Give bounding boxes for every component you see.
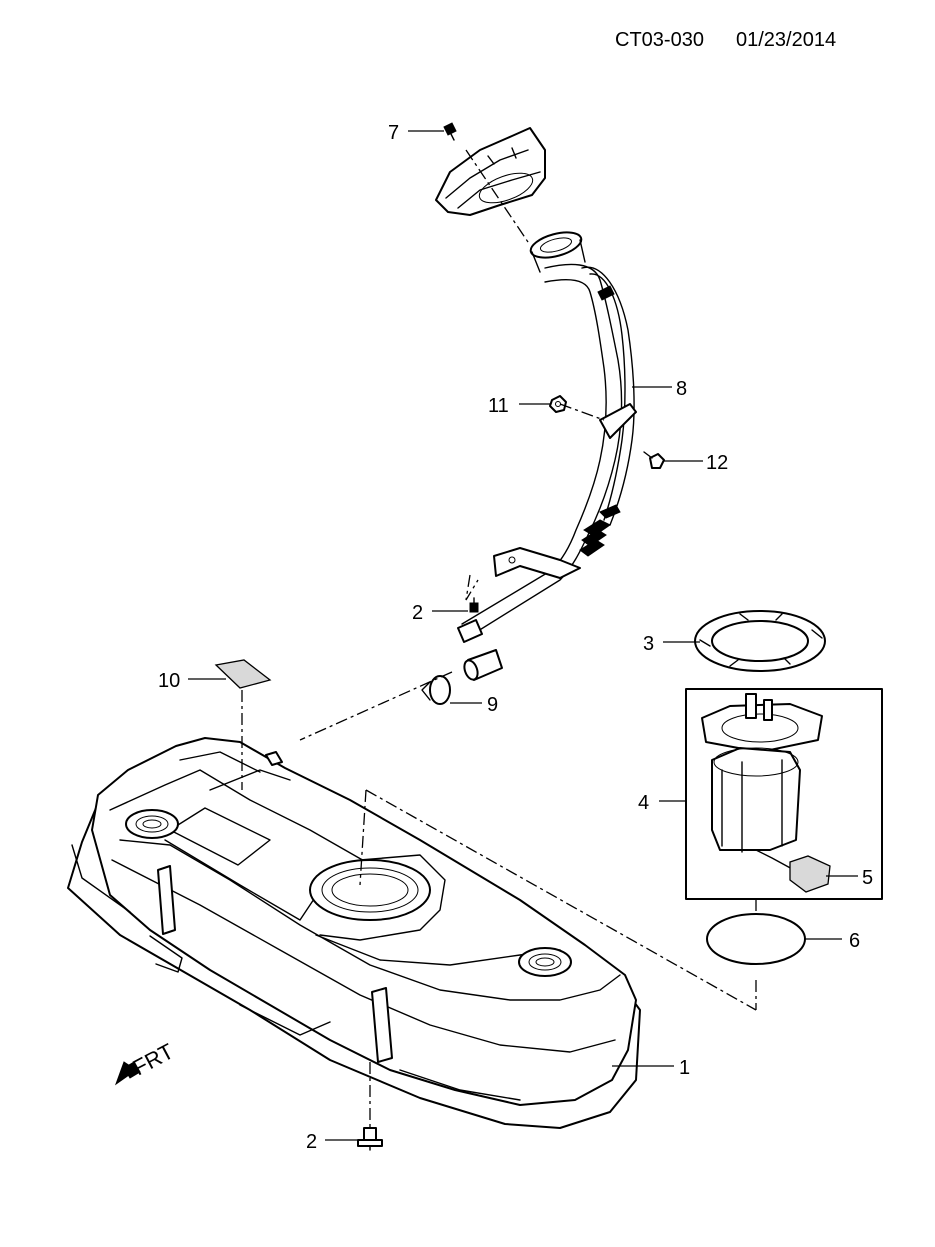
- filler-neck: [457, 231, 637, 681]
- hose-clamp: [421, 675, 451, 705]
- callout-7: 7: [388, 122, 399, 144]
- callout-3: 3: [643, 633, 654, 655]
- callout-5: 5: [862, 867, 873, 889]
- screw-12: [643, 451, 665, 469]
- callout-8: 8: [676, 378, 687, 400]
- diagram-code: CT03-030: [615, 29, 704, 51]
- front-direction-indicator: FRT: [114, 1038, 178, 1086]
- level-sender-float: [789, 855, 831, 893]
- callout-9: 9: [487, 694, 498, 716]
- centerline-pump-vertical: [359, 789, 367, 886]
- o-ring: [706, 913, 806, 965]
- callout-12: 12: [706, 452, 728, 474]
- bolt-top: [469, 597, 479, 613]
- door-screw: [443, 122, 457, 141]
- front-label: FRT: [129, 1038, 178, 1080]
- centerline-pump: [365, 789, 757, 1011]
- fuel-pump-module: [701, 693, 831, 893]
- filler-corrugation: [579, 504, 621, 557]
- centerline-nut: [559, 403, 605, 421]
- callout-1: 1: [679, 1057, 690, 1079]
- centerline-bolt: [465, 574, 479, 601]
- pump-seal-ring: [694, 610, 826, 672]
- diagram-date: 01/23/2014: [736, 29, 836, 51]
- nut: [549, 395, 567, 413]
- callout-6: 6: [849, 930, 860, 952]
- callout-11: 11: [488, 395, 509, 417]
- fuel-door-housing: [435, 127, 546, 216]
- centerline-hose: [299, 671, 453, 741]
- bolt-bottom: [357, 1127, 383, 1151]
- fuel-tank: [67, 737, 641, 1129]
- callout-2-bottom: 2: [306, 1131, 317, 1153]
- callout-4: 4: [638, 792, 649, 814]
- callout-2-top: 2: [412, 602, 423, 624]
- centerline-door: [465, 149, 531, 246]
- callout-10: 10: [158, 670, 180, 692]
- label-plate: [214, 659, 272, 689]
